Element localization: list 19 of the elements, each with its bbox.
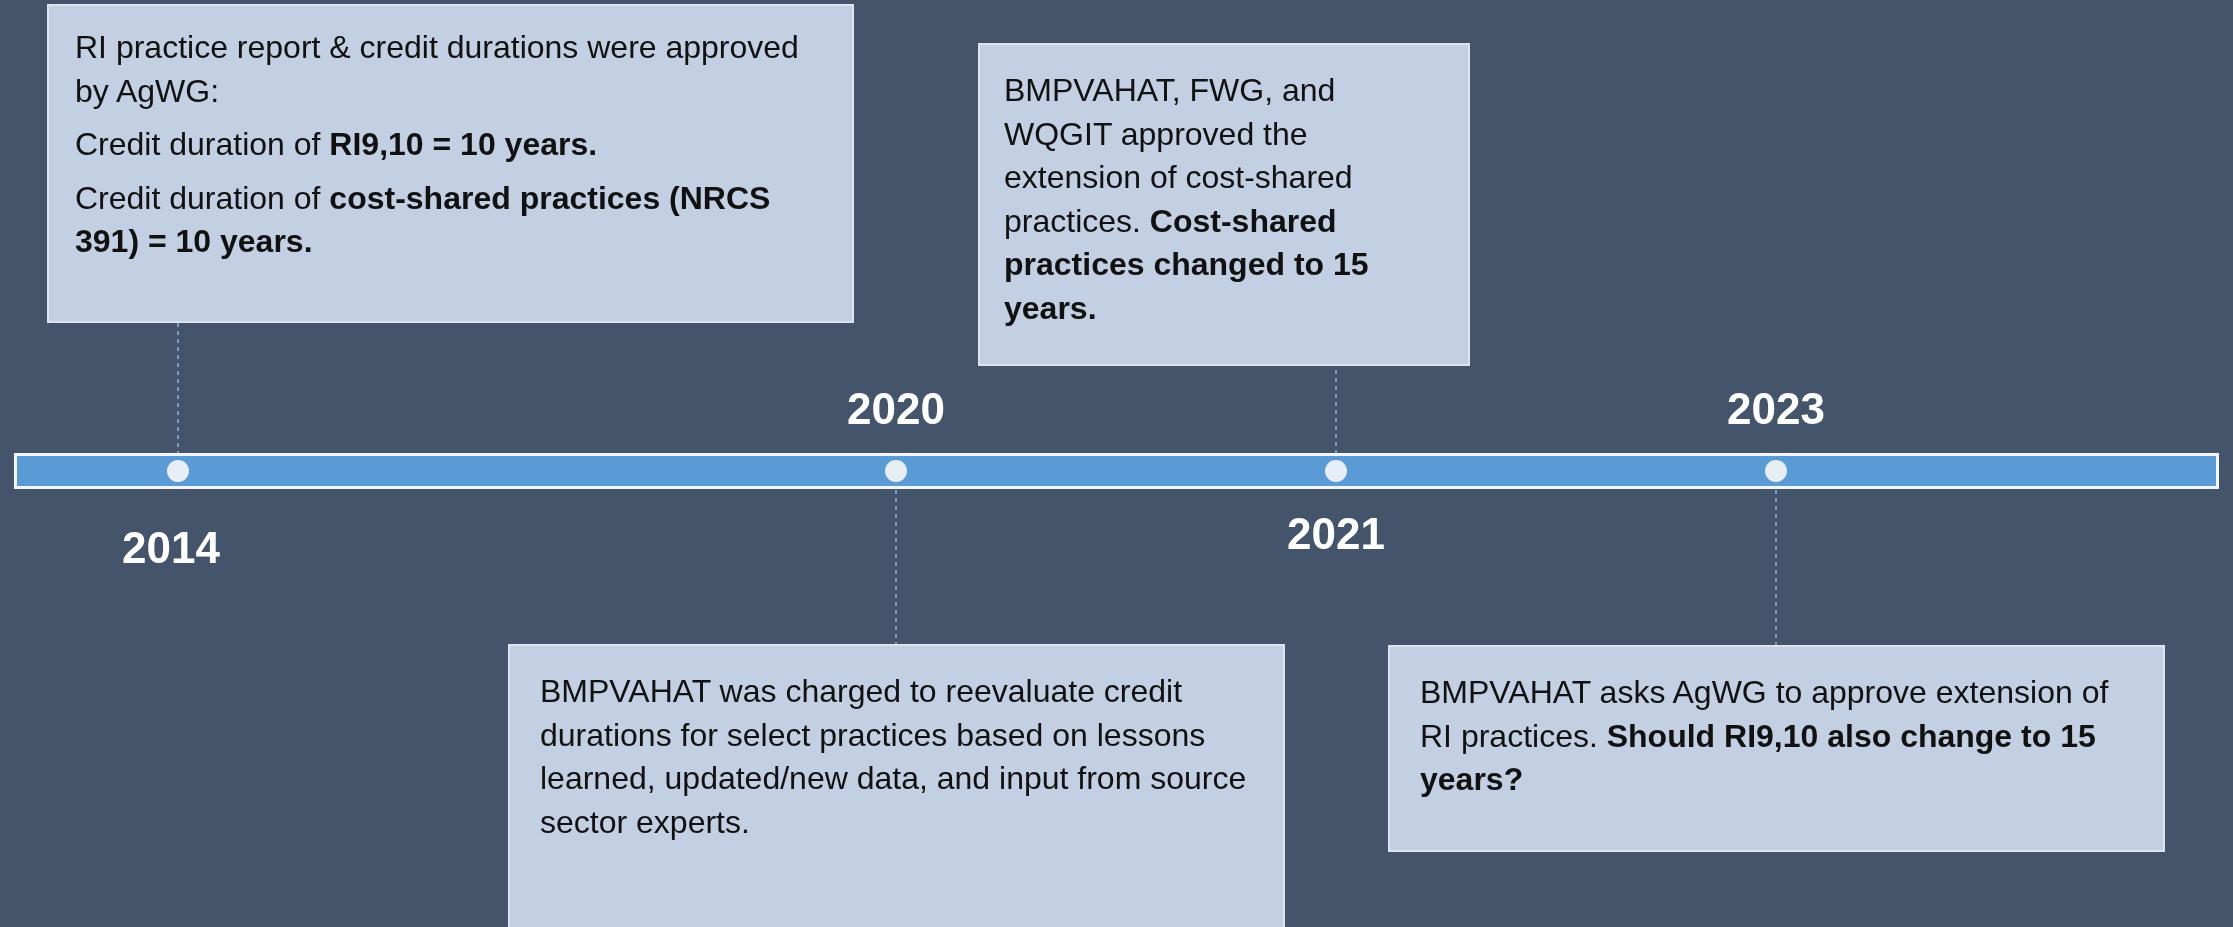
event-text: RI practice report & credit durations were approved by AgWG: <box>75 28 800 111</box>
event-text: Credit duration of RI9,10 = 10 years. <box>75 125 599 165</box>
timeline-dot <box>885 460 907 482</box>
year-label: 2023 <box>1727 384 1825 434</box>
timeline-dot <box>1325 460 1347 482</box>
timeline-dot <box>167 460 189 482</box>
event-text: BMPVAHAT asks AgWG to approve extension of RI practices. Should RI9,10 also change to 15 years? <box>1420 673 2110 800</box>
year-label: 2014 <box>122 523 220 573</box>
event-box <box>1388 645 2165 852</box>
event-box <box>47 4 854 323</box>
event-text: BMPVAHAT, FWG, and WQGIT approved the extension of cost-shared practices. Cost-shared practices changed to 15 years. <box>1004 71 1370 328</box>
timeline-dot <box>1765 460 1787 482</box>
timeline-bar <box>14 453 2219 489</box>
year-label: 2021 <box>1287 509 1385 559</box>
year-label: 2020 <box>847 384 945 434</box>
event-text: Credit duration of cost-shared practices (NRCS 391) = 10 years. <box>75 178 772 262</box>
event-box <box>978 43 1470 367</box>
event-text: BMPVAHAT was charged to reevaluate credit durations for select practices based on lessons learned, updated/new data, and input from source sector experts. <box>540 672 1248 842</box>
event-box <box>508 644 1285 927</box>
